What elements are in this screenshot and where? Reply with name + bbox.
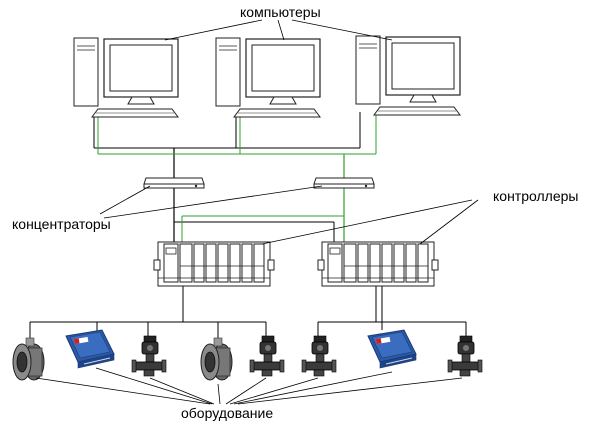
flowmeter-icon: [200, 337, 233, 381]
callout-line: [225, 377, 267, 405]
callout-line: [217, 383, 221, 405]
io-module-icon: [65, 329, 115, 369]
plc-controller-icon: [317, 241, 439, 287]
label-callouts: [35, 19, 479, 405]
computer-links: [93, 112, 377, 178]
label-hubs: концентраторы: [12, 216, 111, 232]
callout-line: [291, 19, 393, 41]
network-hub-icon: [143, 177, 205, 189]
callout-line: [149, 377, 215, 405]
callout-line: [277, 19, 285, 41]
callout-line: [95, 367, 213, 405]
callout-line: [233, 371, 393, 405]
pressure-transmitter-icon: [131, 335, 167, 377]
desktop-computer-icon: [215, 37, 321, 118]
pressure-transmitter-icon: [301, 335, 337, 377]
callout-line: [261, 199, 473, 245]
pressure-transmitter-icon: [249, 335, 285, 377]
label-controllers: контроллеры: [493, 188, 579, 204]
label-equipment: оборудование: [181, 405, 274, 421]
callout-line: [164, 19, 263, 41]
hub-links: [173, 188, 345, 246]
computers: [73, 35, 461, 118]
callout-line: [237, 377, 463, 405]
flowmeter-icon: [12, 337, 45, 381]
desktop-computer-icon: [355, 35, 461, 116]
plc-controller-icon: [153, 241, 275, 287]
io-module-icon: [367, 329, 417, 369]
label-computers: компьютеры: [240, 4, 321, 20]
callout-line: [99, 185, 151, 215]
equipment: [12, 329, 483, 381]
controllers: [153, 241, 439, 287]
pressure-transmitter-icon: [447, 335, 483, 377]
callout-line: [103, 185, 323, 219]
callout-line: [35, 377, 211, 405]
hubs: [143, 177, 375, 189]
desktop-computer-icon: [73, 37, 179, 118]
network-hub-icon: [313, 177, 375, 189]
callout-line: [419, 199, 479, 245]
callout-line: [229, 377, 319, 405]
